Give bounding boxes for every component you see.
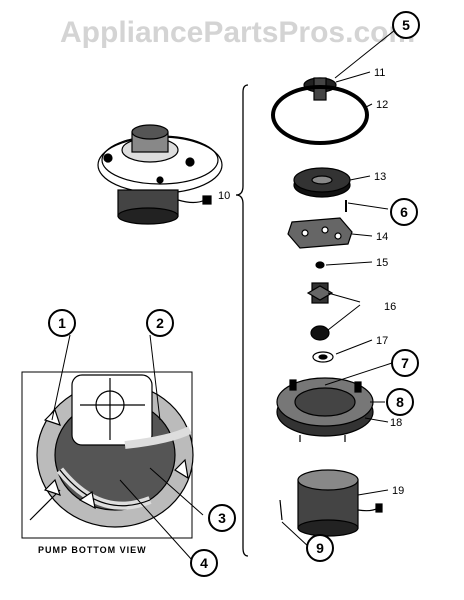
callout-5: 5 (392, 11, 420, 39)
callout-6: 6 (390, 198, 418, 226)
label-11: 11 (374, 67, 385, 79)
part-15-washer (315, 261, 325, 269)
callout-1-label: 1 (58, 315, 66, 331)
label-19: 19 (392, 485, 404, 497)
callout-8: 8 (386, 388, 414, 416)
part-16-illustration (306, 282, 334, 341)
callout-3: 3 (208, 504, 236, 532)
leader-lines (51, 29, 396, 561)
label-16: 16 (384, 301, 396, 313)
callout-7: 7 (391, 349, 419, 377)
label-13: 13 (374, 171, 386, 183)
part-17-washer-hole (318, 354, 328, 360)
label-15: 15 (376, 257, 388, 269)
label-14: 14 (376, 231, 388, 243)
part-13-illustration (293, 167, 351, 198)
callout-6-label: 6 (400, 204, 408, 220)
callout-9-label: 9 (316, 540, 324, 556)
label-18: 18 (390, 417, 402, 429)
callout-9: 9 (306, 534, 334, 562)
callout-5-label: 5 (402, 17, 410, 33)
callout-8-label: 8 (396, 394, 404, 410)
callout-3-label: 3 (218, 510, 226, 526)
callout-4: 4 (190, 549, 218, 577)
callout-2: 2 (146, 309, 174, 337)
label-10: 10 (218, 190, 230, 202)
part-14-illustration (287, 217, 353, 249)
part-12-ring (271, 85, 369, 145)
callout-7-label: 7 (401, 355, 409, 371)
part-18-illustration (276, 377, 374, 442)
pump-bottom-view-illustration: PUMP BOTTOM VIEW (21, 371, 194, 555)
callout-2-label: 2 (156, 315, 164, 331)
pump-bottom-view-caption: PUMP BOTTOM VIEW (38, 545, 147, 555)
label-12: 12 (376, 99, 388, 111)
watermark-text: AppliancePartsPros.com (60, 16, 415, 49)
assembled-pump-illustration (97, 124, 223, 225)
part-19-illustration (279, 469, 383, 537)
callout-1: 1 (48, 309, 76, 337)
callout-4-label: 4 (200, 555, 208, 571)
label-17: 17 (376, 335, 388, 347)
group-bracket (235, 84, 249, 557)
